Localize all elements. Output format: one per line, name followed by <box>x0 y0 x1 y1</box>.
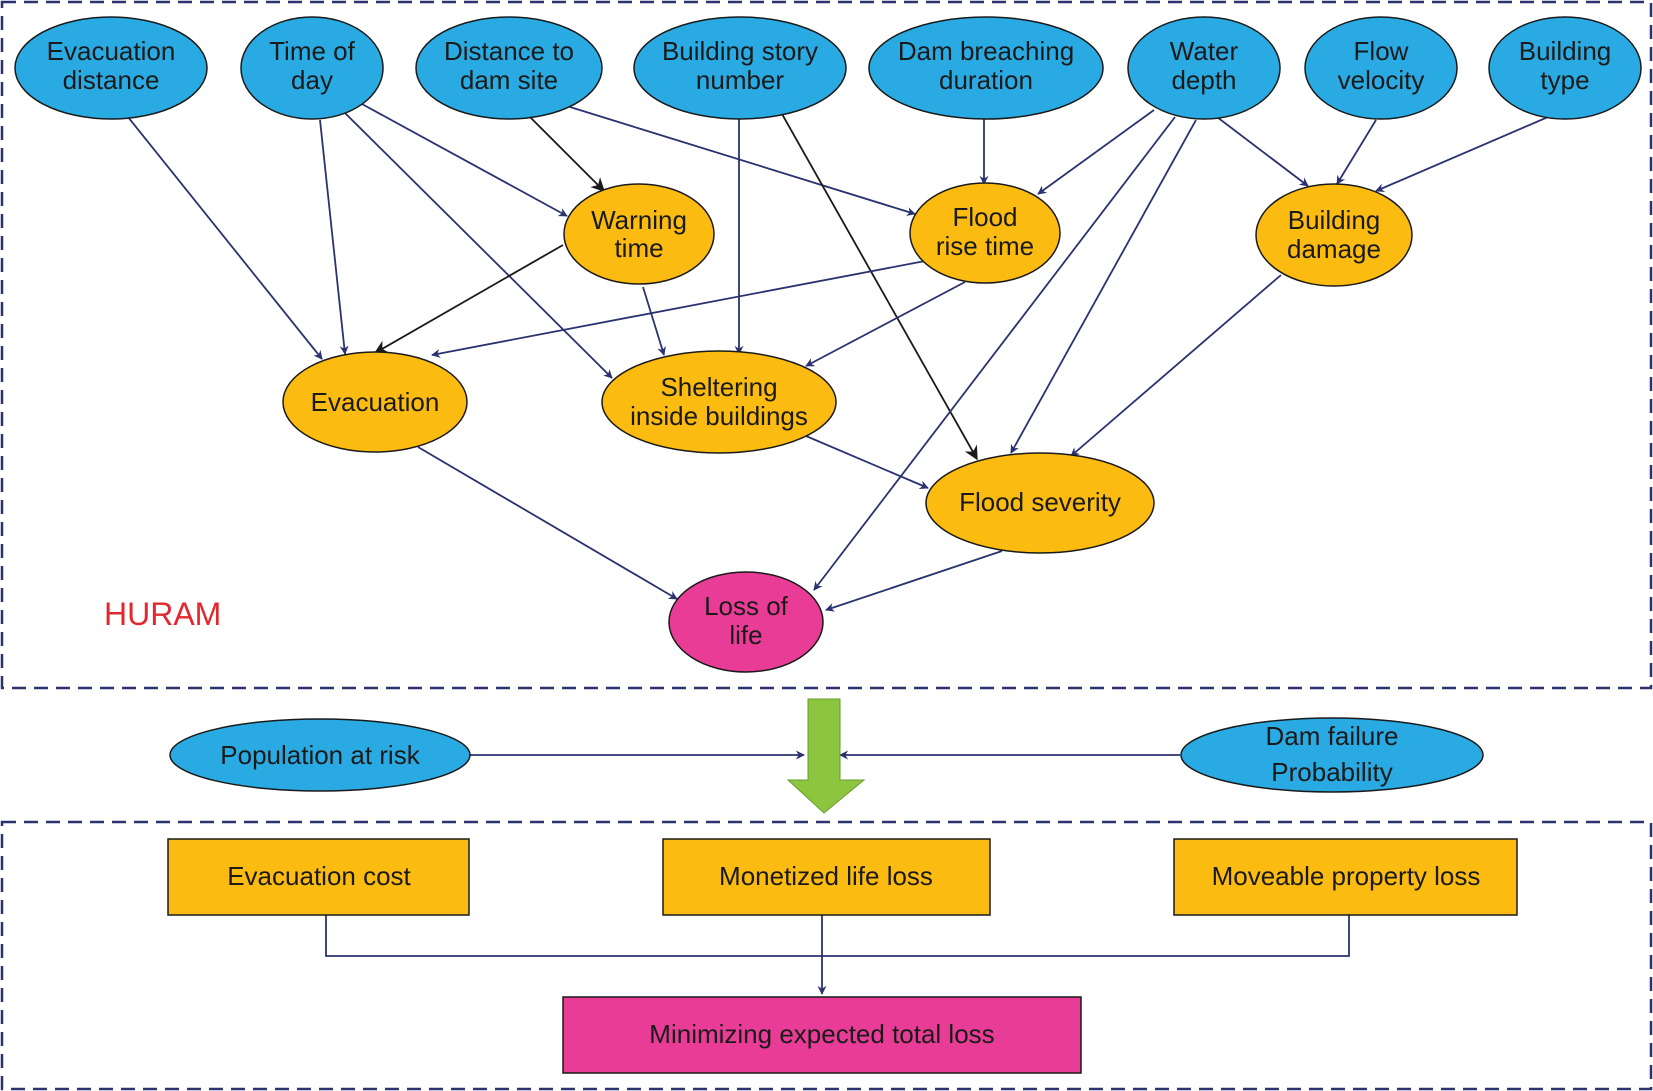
edge-severity-lossoflife <box>825 550 1003 612</box>
node-flood-rise-time-line1: Flood <box>952 202 1017 232</box>
node-loss-of-life-line2: life <box>729 620 762 650</box>
node-flow-velocity-line1: Flow <box>1354 36 1409 66</box>
node-evacuation-line1: Evacuation <box>311 387 440 417</box>
node-building-type-line1: Building <box>1519 36 1612 66</box>
box-evacuation-cost: Evacuation cost <box>167 838 470 916</box>
edge-timeofday-evacuation <box>319 119 349 355</box>
node-evacuation-distance-line2: distance <box>63 65 160 95</box>
node-warning-time-line1: Warning <box>591 205 687 235</box>
node-dam-failure-probability-line2: Probability <box>1271 757 1392 787</box>
edge-timeofday-sheltering <box>344 112 613 379</box>
edge-warning-sheltering <box>642 286 666 356</box>
node-water-depth-line2: depth <box>1171 65 1236 95</box>
edge-storynumber-severity <box>781 113 978 461</box>
edge-damsite-warning <box>529 116 605 192</box>
box-moveable-property-loss-label: Moveable property loss <box>1212 861 1481 891</box>
node-water-depth: Water depth <box>1127 16 1281 120</box>
node-building-damage: Building damage <box>1255 183 1413 287</box>
box-objective-label: Minimizing expected total loss <box>649 1019 994 1049</box>
node-distance-to-dam-site: Distance to dam site <box>415 16 603 120</box>
node-distance-to-dam-site-line2: dam site <box>460 65 558 95</box>
node-dam-breaching-duration-line1: Dam breaching <box>898 36 1074 66</box>
edges <box>127 103 1549 995</box>
node-flow-velocity-line2: velocity <box>1338 65 1425 95</box>
node-dam-breaching-duration: Dam breaching duration <box>868 16 1104 120</box>
input-nodes: Evacuation distance Time of day Distance… <box>14 16 1642 120</box>
node-building-story-number-line2: number <box>696 65 784 95</box>
node-sheltering-line1: Sheltering <box>660 372 777 402</box>
big-down-arrow <box>786 698 866 814</box>
node-flood-rise-time: Flood rise time <box>909 182 1061 284</box>
node-time-of-day-line2: day <box>291 65 333 95</box>
node-warning-time-line2: time <box>614 233 663 263</box>
node-building-damage-line2: damage <box>1287 234 1381 264</box>
node-flood-severity: Flood severity <box>925 452 1155 554</box>
node-evacuation-distance: Evacuation distance <box>14 16 208 120</box>
node-flood-rise-time-line2: rise time <box>936 231 1034 261</box>
edge-timeofday-warning <box>361 103 568 217</box>
node-dam-failure-probability-line1: Dam failure <box>1266 721 1399 751</box>
node-population-at-risk: Population at risk <box>169 718 471 792</box>
node-distance-to-dam-site-line1: Distance to <box>444 36 574 66</box>
node-warning-time: Warning time <box>563 183 715 285</box>
node-building-story-number: Building story number <box>633 16 847 120</box>
edge-warning-evacuation <box>373 244 564 354</box>
edge-waterdepth-severity <box>1010 119 1197 454</box>
box-evacuation-cost-label: Evacuation cost <box>227 861 411 891</box>
edge-damsite-floodrise <box>569 106 916 216</box>
huram-frame <box>0 0 1653 690</box>
loss-boxes: Evacuation cost Monetized life loss Move… <box>167 838 1518 916</box>
node-building-type-line2: type <box>1540 65 1589 95</box>
node-water-depth-line1: Water <box>1170 36 1239 66</box>
box-moveable-property-loss: Moveable property loss <box>1173 838 1518 916</box>
node-evacuation-distance-line1: Evacuation <box>47 36 176 66</box>
box-monetized-life-loss-label: Monetized life loss <box>719 861 933 891</box>
box-objective: Minimizing expected total loss <box>562 996 1082 1074</box>
edge-evacuation-lossoflife <box>417 446 678 600</box>
edge-waterdepth-floodrise <box>1037 109 1155 195</box>
loss-frame <box>0 820 1653 1091</box>
edge-buildingtype-damage <box>1375 116 1549 192</box>
node-time-of-day-line1: Time of <box>269 36 355 66</box>
edge-floodrise-sheltering <box>805 281 966 367</box>
node-dam-failure-probability: Dam failure Probability <box>1180 717 1484 793</box>
edge-waterdepth-lossoflife <box>813 116 1176 591</box>
edge-sheltering-severity <box>805 435 929 489</box>
loss-collector-line <box>325 915 1350 957</box>
node-flood-severity-line1: Flood severity <box>959 487 1121 517</box>
node-sheltering-line2: inside buildings <box>630 401 808 431</box>
node-building-story-number-line1: Building story <box>662 36 818 66</box>
node-time-of-day: Time of day <box>240 16 384 120</box>
node-loss-of-life: Loss of life <box>668 571 824 673</box>
node-dam-breaching-duration-line2: duration <box>939 65 1033 95</box>
edge-waterdepth-damage <box>1216 116 1309 187</box>
node-loss-of-life-line1: Loss of <box>704 591 789 621</box>
box-monetized-life-loss: Monetized life loss <box>662 838 991 916</box>
node-sheltering-inside-buildings: Sheltering inside buildings <box>601 350 837 454</box>
node-evacuation: Evacuation <box>282 351 468 453</box>
node-building-damage-line1: Building <box>1288 205 1381 235</box>
node-flow-velocity: Flow velocity <box>1304 16 1458 120</box>
edge-damage-severity <box>1070 274 1282 457</box>
node-population-at-risk-line1: Population at risk <box>220 740 420 770</box>
node-building-type: Building type <box>1488 16 1642 120</box>
huram-label: HURAM <box>104 596 221 632</box>
edge-floodrise-evacuation <box>431 260 926 358</box>
intermediate-nodes: Warning time Flood rise time Building da… <box>282 182 1413 554</box>
edge-evacdist-evacuation <box>127 116 323 360</box>
edge-velocity-damage <box>1336 119 1377 185</box>
